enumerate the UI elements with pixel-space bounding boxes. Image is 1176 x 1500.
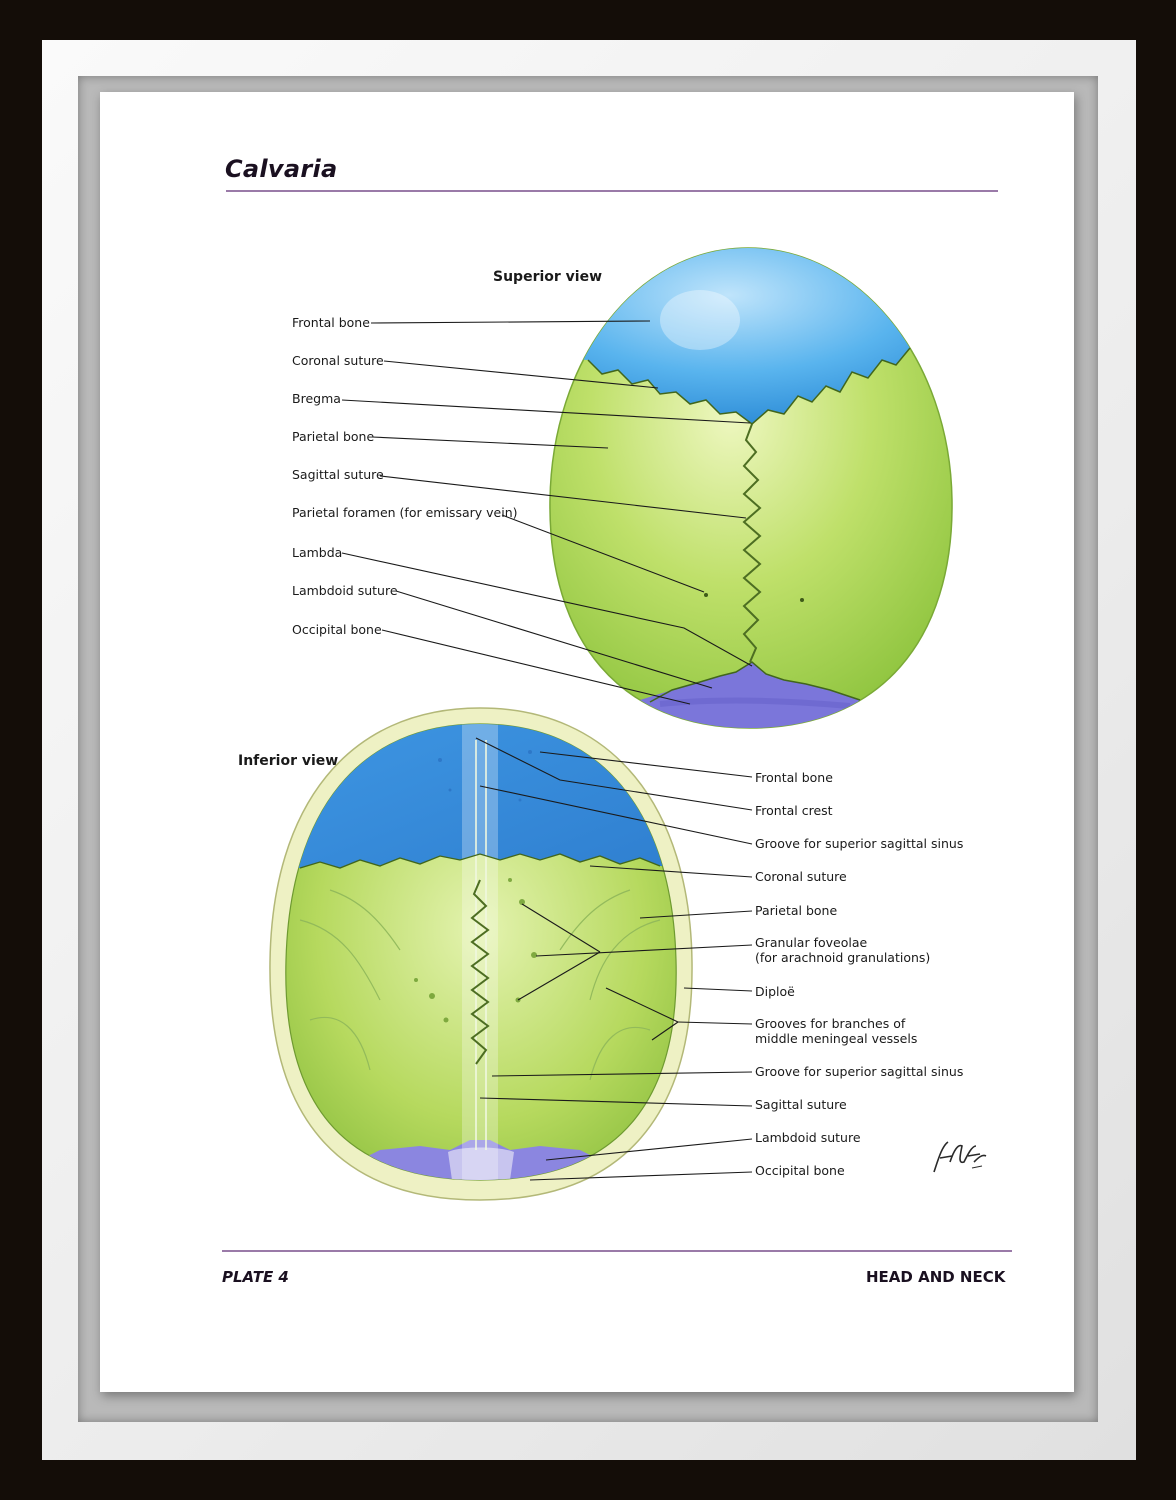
label-occipital-bone-superior: Occipital bone bbox=[292, 622, 382, 637]
label-diploe: Diploë bbox=[755, 984, 795, 999]
superior-view-label: Superior view bbox=[493, 269, 603, 285]
artist-signature bbox=[933, 1141, 987, 1173]
label-frontal-crest: Frontal crest bbox=[755, 803, 833, 818]
label-lambda: Lambda bbox=[292, 545, 343, 560]
label-parietal-bone-inferior: Parietal bone bbox=[755, 903, 838, 918]
inferior-leader-lines bbox=[475, 737, 753, 1181]
superior-leader-lines bbox=[341, 320, 753, 705]
label-groove-superior-sagittal-sinus-2: Groove for superior sagittal sinus bbox=[755, 1064, 964, 1079]
label-coronal-suture-inferior: Coronal suture bbox=[755, 869, 847, 884]
superior-skull bbox=[549, 247, 953, 729]
footer-rule bbox=[222, 1250, 1012, 1252]
label-sagittal-suture-superior: Sagittal suture bbox=[292, 467, 384, 482]
label-coronal-suture-superior: Coronal suture bbox=[292, 353, 384, 368]
label-frontal-bone-inferior: Frontal bone bbox=[755, 770, 833, 785]
label-parietal-bone-superior: Parietal bone bbox=[292, 429, 375, 444]
label-groove-superior-sagittal-sinus-1: Groove for superior sagittal sinus bbox=[755, 836, 964, 851]
label-occipital-bone-inferior: Occipital bone bbox=[755, 1163, 845, 1178]
label-granular-foveolae: Granular foveolae (for arachnoid granula… bbox=[755, 935, 931, 965]
page-title: Calvaria bbox=[225, 155, 338, 183]
inferior-skull bbox=[269, 707, 693, 1201]
label-sagittal-suture-inferior: Sagittal suture bbox=[755, 1097, 847, 1112]
label-lambdoid-suture-inferior: Lambdoid suture bbox=[755, 1130, 861, 1145]
label-bregma: Bregma bbox=[292, 391, 341, 406]
label-parietal-foramen: Parietal foramen (for emissary vein) bbox=[292, 505, 518, 520]
title-rule bbox=[226, 190, 998, 192]
section-title: HEAD AND NECK bbox=[866, 1268, 1006, 1286]
label-lambdoid-suture-superior: Lambdoid suture bbox=[292, 583, 398, 598]
inferior-view-label: Inferior view bbox=[238, 753, 339, 769]
plate-number: PLATE 4 bbox=[222, 1268, 289, 1286]
label-frontal-bone-superior: Frontal bone bbox=[292, 315, 370, 330]
label-grooves-meningeal-vessels: Grooves for branches of middle meningeal… bbox=[755, 1016, 918, 1046]
